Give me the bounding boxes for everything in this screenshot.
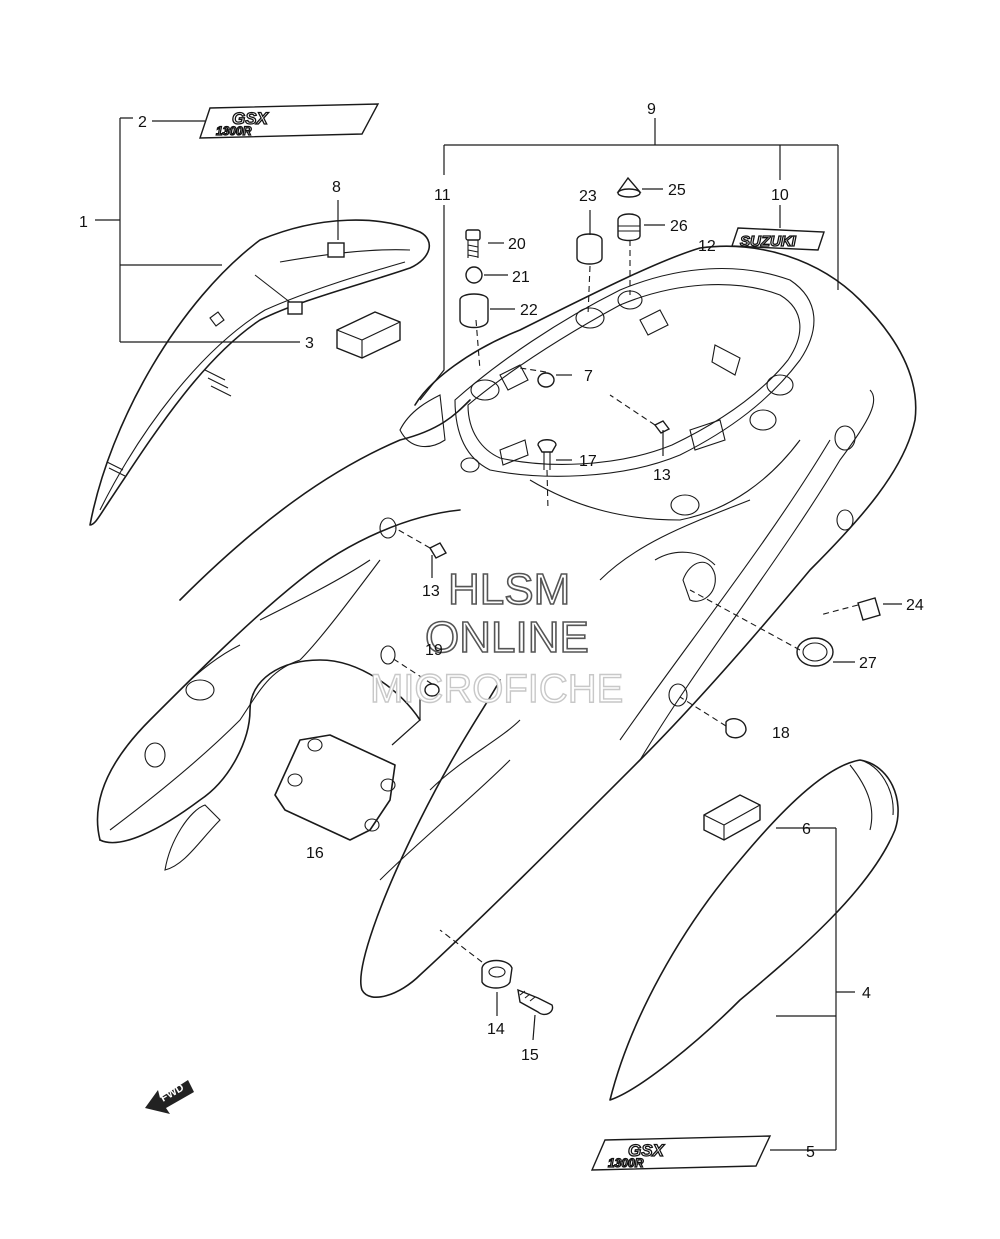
callout-4: 4 — [862, 985, 871, 1002]
callout-14: 14 — [487, 1021, 505, 1038]
callout-17: 17 — [579, 453, 597, 470]
callout-1: 1 — [79, 214, 88, 231]
watermark-line2: ONLINE — [425, 613, 589, 662]
callout-3: 3 — [305, 335, 314, 352]
callout-labels: 1 2 3 4 5 6 7 8 9 10 11 12 13 13 14 15 1… — [79, 101, 924, 1161]
callout-5: 5 — [806, 1144, 815, 1161]
emblem-gsx1300r-top: GSX 1300R — [199, 103, 380, 139]
callout-19: 19 — [425, 642, 443, 659]
watermark-line1: HLSM — [448, 565, 570, 614]
callout-10: 10 — [771, 187, 789, 204]
callout-8: 8 — [332, 179, 341, 196]
watermark: HLSM ONLINE MICROFICHE — [369, 564, 624, 712]
emblem-top-line1: GSX — [232, 109, 270, 128]
emblem-bottom-line2: 1300R — [608, 1156, 644, 1170]
callout-12: 12 — [698, 238, 716, 255]
callout-2: 2 — [138, 114, 147, 131]
callout-23: 23 — [579, 188, 597, 205]
callout-7: 7 — [584, 368, 593, 385]
callout-25: 25 — [668, 182, 686, 199]
emblem-gsx1300r-bottom: GSX 1300R — [590, 1135, 772, 1171]
seat-tail-cowl — [96, 245, 917, 999]
fwd-arrow-icon: FWD — [145, 1080, 194, 1114]
emblem-bottom-line1: GSX — [628, 1141, 666, 1160]
callout-20: 20 — [508, 236, 526, 253]
callout-26: 26 — [670, 218, 688, 235]
callout-18: 18 — [772, 725, 790, 742]
callout-9: 9 — [647, 101, 656, 118]
alignment-lines — [391, 240, 859, 963]
callout-6: 6 — [802, 821, 811, 838]
callout-11: 11 — [434, 187, 451, 204]
callout-22: 22 — [520, 302, 538, 319]
suzuki-emblem: SUZUKI — [731, 227, 825, 251]
suzuki-emblem-text: SUZUKI — [740, 233, 797, 250]
emblem-top-line2: 1300R — [216, 124, 252, 138]
part-6-block — [703, 794, 761, 841]
leader-lines — [95, 117, 902, 1151]
fasteners — [424, 176, 881, 1016]
right-side-cover — [609, 759, 899, 1101]
callout-13-lower: 13 — [422, 583, 440, 600]
callout-21: 21 — [512, 269, 530, 286]
part-3-block — [336, 311, 401, 359]
callout-24: 24 — [906, 597, 924, 614]
callout-27: 27 — [859, 655, 877, 672]
callout-15: 15 — [521, 1047, 539, 1064]
watermark-line3: MICROFICHE — [370, 667, 623, 711]
callout-16: 16 — [306, 845, 324, 862]
left-side-cover — [89, 219, 431, 526]
callout-13-upper: 13 — [653, 467, 671, 484]
